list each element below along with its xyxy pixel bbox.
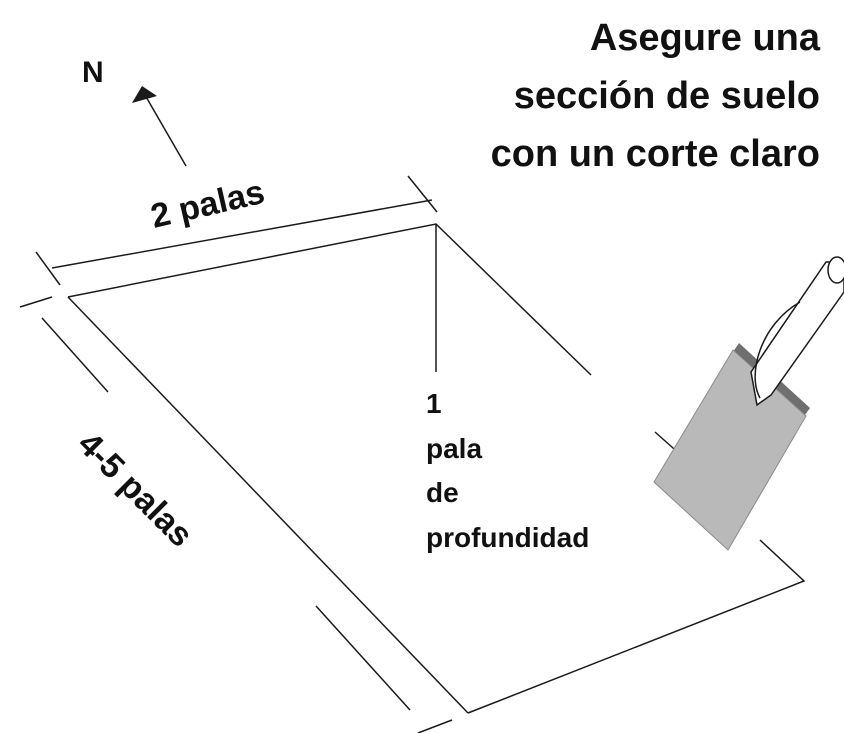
width-label: 2 palas (147, 173, 268, 236)
north-label: N (82, 56, 104, 89)
spade-handle-top (827, 256, 844, 284)
corner-tick (19, 296, 53, 308)
title-line-2: sección de suelo (514, 75, 820, 117)
depth-label: 1 pala de profundidad (426, 388, 589, 553)
title: Asegure una sección de suelo con un cort… (491, 17, 821, 175)
section-left-edge (67, 296, 469, 714)
spade-blade (653, 349, 807, 551)
width-dimension: 2 palas (35, 173, 438, 286)
depth-label-line-4: profundidad (426, 522, 589, 553)
spade-handle (750, 261, 844, 407)
north-arrow-shaft (144, 94, 187, 167)
length-label: 4-5 palas (70, 425, 200, 555)
north-arrow: N (82, 56, 187, 167)
depth-label-line-3: de (426, 477, 459, 508)
width-tick-left (35, 251, 61, 286)
depth-label-line-1: 1 (426, 388, 442, 419)
spade-handle-socket (754, 301, 801, 399)
section-top-edge (67, 223, 592, 376)
arrow-up-left-icon (132, 86, 157, 103)
title-line-1: Asegure una (590, 17, 821, 59)
length-dimension: 4-5 palas (41, 317, 453, 733)
length-dimension-lower (315, 605, 411, 711)
spade-icon (653, 256, 844, 551)
length-dimension-upper (41, 317, 109, 393)
soil-section-outline (19, 223, 806, 714)
width-tick-right (407, 175, 438, 213)
length-tick-bottom (417, 719, 453, 733)
width-dimension-line (51, 199, 433, 269)
section-bottom-edge (467, 539, 806, 714)
depth-label-line-2: pala (426, 433, 482, 464)
title-line-3: con un corte claro (491, 133, 820, 175)
